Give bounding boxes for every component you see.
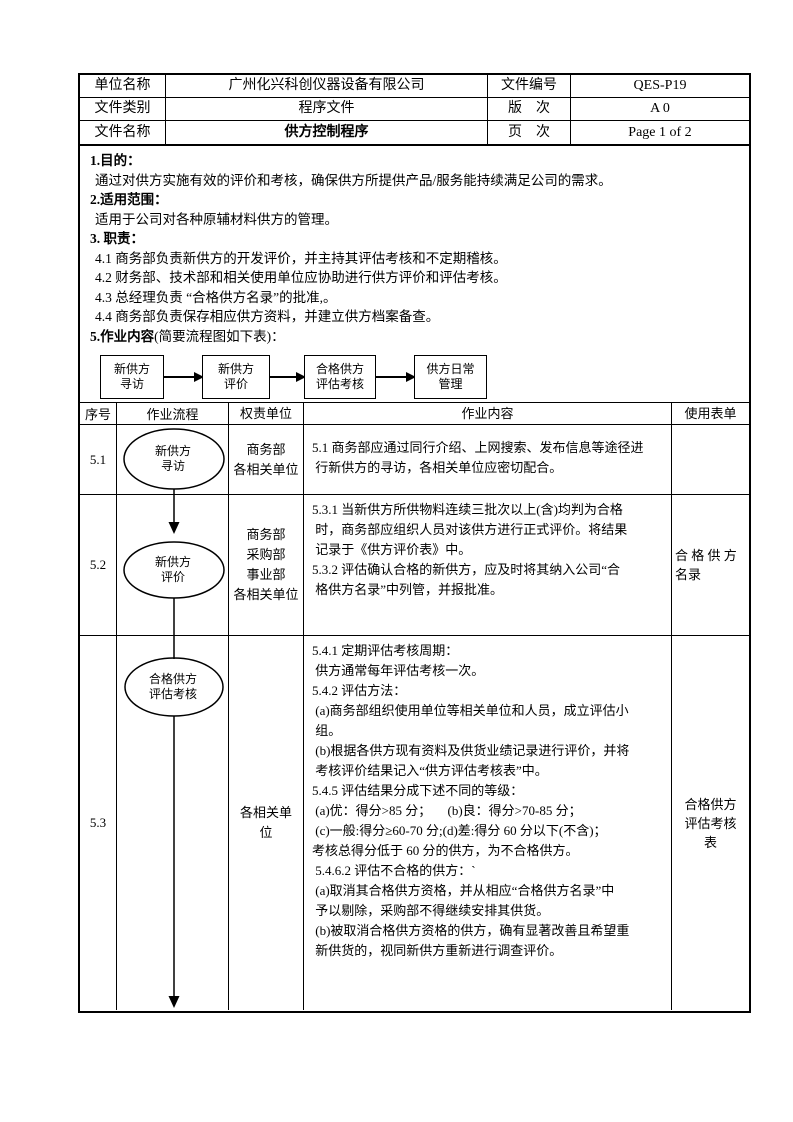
- ellipse-arrow-graphic: [123, 495, 225, 635]
- flow-box-new-supplier-search: 新供方寻访: [100, 355, 164, 399]
- responsibility-item: 4.3 总经理负责 “合格供方名录”的批准,。: [95, 289, 337, 305]
- arrow-right-icon: [164, 372, 204, 381]
- doc-number-label: 文件编号: [488, 75, 571, 98]
- unit-name-value: 广州化兴科创仪器设备有限公司: [166, 75, 488, 98]
- scope-text: 适用于公司对各种原辅材料供方的管理。: [95, 211, 338, 227]
- row-no: 5.1: [80, 425, 117, 495]
- col-header-flow: 作业流程: [117, 403, 229, 425]
- page-label: 页 次: [488, 121, 571, 144]
- flow-shape-cell: 新供方寻访: [117, 425, 229, 495]
- body-section: 1.目的： 通过对供方实施有效的评价和考核，确保供方所提供产品/服务能持续满足公…: [80, 146, 749, 402]
- table-row-5-1: 5.1 新供方寻访 商务部各相关单位 5.1 商务部应通过同行介绍、上网搜索、发…: [80, 425, 749, 495]
- doc-number-value: QES-P19: [571, 75, 749, 98]
- ellipse-arrow-graphic: [124, 636, 224, 1008]
- process-table-header: 序号 作业流程 权责单位 作业内容 使用表单: [80, 403, 749, 425]
- responsibility-item: 4.1 商务部负责新供方的开发评价，并主持其评估考核和不定期稽核。: [95, 250, 507, 266]
- flow-box-new-supplier-evaluation: 新供方评价: [202, 355, 270, 399]
- col-header-form: 使用表单: [672, 403, 749, 425]
- doc-name-label: 文件名称: [80, 121, 166, 144]
- work-content-heading: 5.作业内容(简要流程图如下表)：: [90, 327, 739, 347]
- form-cell: 合 格 供 方名录: [672, 495, 749, 636]
- header-row: 文件名称 供方控制程序 页 次 Page 1 of 2: [80, 121, 749, 144]
- process-table: 序号 作业流程 权责单位 作业内容 使用表单 5.1 新供方寻访 商务部各相关单…: [80, 402, 749, 1010]
- flow-shape-cell: 新供方评价: [117, 495, 229, 636]
- flow-box-qualified-supplier-assessment: 合格供方评估考核: [304, 355, 376, 399]
- doc-category-label: 文件类别: [80, 98, 166, 121]
- doc-title: 供方控制程序: [166, 121, 488, 144]
- content-cell: 5.1 商务部应通过同行介绍、上网搜索、发布信息等途径进 行新供方的寻访，各相关…: [304, 425, 672, 495]
- col-header-unit: 权责单位: [229, 403, 304, 425]
- unit-cell: 商务部各相关单位: [229, 425, 304, 495]
- flow-box-daily-management: 供方日常管理: [414, 355, 487, 399]
- work-content-heading-bold: 5.作业内容: [90, 328, 155, 344]
- revision-value: A 0: [571, 98, 749, 121]
- row-no: 5.3: [80, 636, 117, 1010]
- arrow-right-icon: [376, 372, 416, 381]
- arrow-right-icon: [270, 372, 306, 381]
- flowchart: 新供方寻访 新供方评价 合格供方评估考核 供方日常管理: [90, 353, 739, 405]
- doc-category-value: 程序文件: [166, 98, 488, 121]
- header-row: 单位名称 广州化兴科创仪器设备有限公司 文件编号 QES-P19: [80, 75, 749, 98]
- purpose-heading: 1.目的：: [90, 153, 141, 168]
- col-header-content: 作业内容: [304, 403, 672, 425]
- revision-label: 版 次: [488, 98, 571, 121]
- content-cell: 5.4.1 定期评估考核周期： 供方通常每年评估考核一次。5.4.2 评估方法：…: [304, 636, 672, 1010]
- responsibility-item: 4.2 财务部、技术部和相关使用单位应协助进行供方评价和评估考核。: [95, 270, 507, 285]
- content-cell: 5.3.1 当新供方所供物料连续三批次以上(含)均判为合格 时，商务部应组织人员…: [304, 495, 672, 636]
- unit-cell: 商务部采购部事业部各相关单位: [229, 495, 304, 636]
- header-row: 文件类别 程序文件 版 次 A 0: [80, 98, 749, 121]
- header-table: 单位名称 广州化兴科创仪器设备有限公司 文件编号 QES-P19 文件类别 程序…: [80, 75, 749, 146]
- form-cell: 合格供方评估考核表: [684, 796, 737, 850]
- work-content-heading-note: (简要流程图如下表)：: [154, 328, 285, 344]
- unit-name-label: 单位名称: [80, 75, 166, 98]
- document-frame: 单位名称 广州化兴科创仪器设备有限公司 文件编号 QES-P19 文件类别 程序…: [78, 73, 751, 1013]
- responsibility-item: 4.4 商务部负责保存相应供方资料，并建立供方档案备查。: [95, 309, 440, 324]
- form-cell: [672, 425, 749, 495]
- table-row-5-3: 5.3 合格供方评估考核 各相关单位 5.4.1 定期评估考核周期： 供方通常每…: [80, 636, 749, 1010]
- page-number: Page 1 of 2: [628, 124, 692, 140]
- row-no: 5.2: [80, 495, 117, 636]
- col-header-no: 序号: [80, 403, 117, 425]
- table-row-5-2: 5.2 新供方评价 商务部采购部事业部各相关单位 5.3.1 当新供方所供物料连…: [80, 495, 749, 636]
- scope-heading: 2.适用范围：: [90, 192, 168, 207]
- flow-shape-cell: 合格供方评估考核: [117, 636, 229, 1010]
- ellipse-arrow-graphic: [123, 428, 225, 494]
- purpose-text: 通过对供方实施有效的评价和考核，确保供方所提供产品/服务能持续满足公司的需求。: [95, 172, 612, 188]
- unit-cell: 各相关单位: [229, 636, 304, 1010]
- responsibility-heading: 3. 职责：: [90, 231, 144, 246]
